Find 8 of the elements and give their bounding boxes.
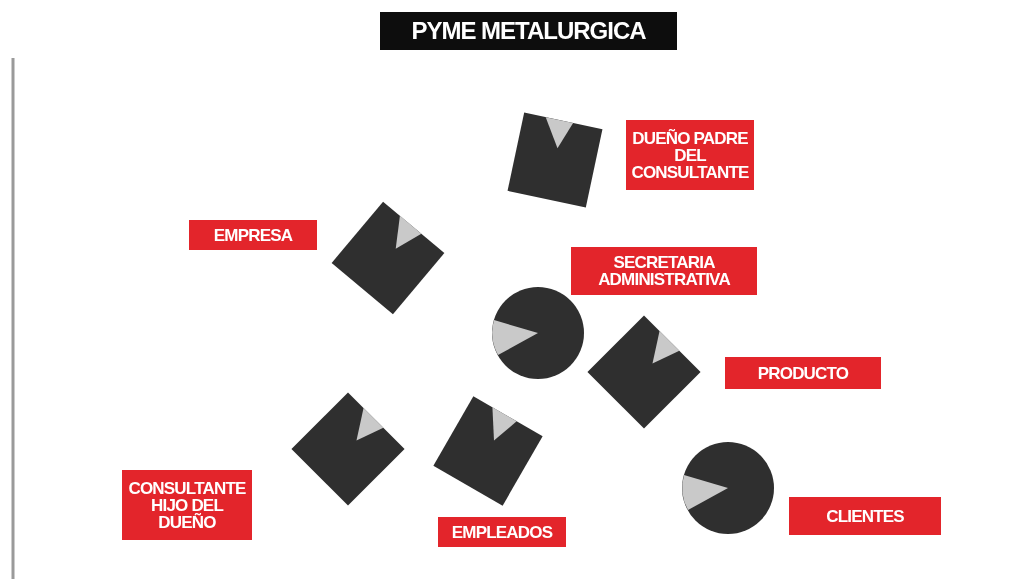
label-box: SECRETARIA ADMINISTRATIVA bbox=[571, 247, 757, 295]
label-box: EMPRESA bbox=[189, 220, 317, 250]
label-box: PRODUCTO bbox=[725, 357, 881, 389]
label-box: DUEÑO PADRE DEL CONSULTANTE bbox=[626, 120, 754, 190]
label-box: EMPLEADOS bbox=[438, 517, 566, 547]
label-box: CLIENTES bbox=[789, 497, 941, 535]
title: PYME METALURGICA bbox=[380, 12, 677, 50]
label-box: CONSULTANTE HIJO DEL DUEÑO bbox=[122, 470, 252, 540]
